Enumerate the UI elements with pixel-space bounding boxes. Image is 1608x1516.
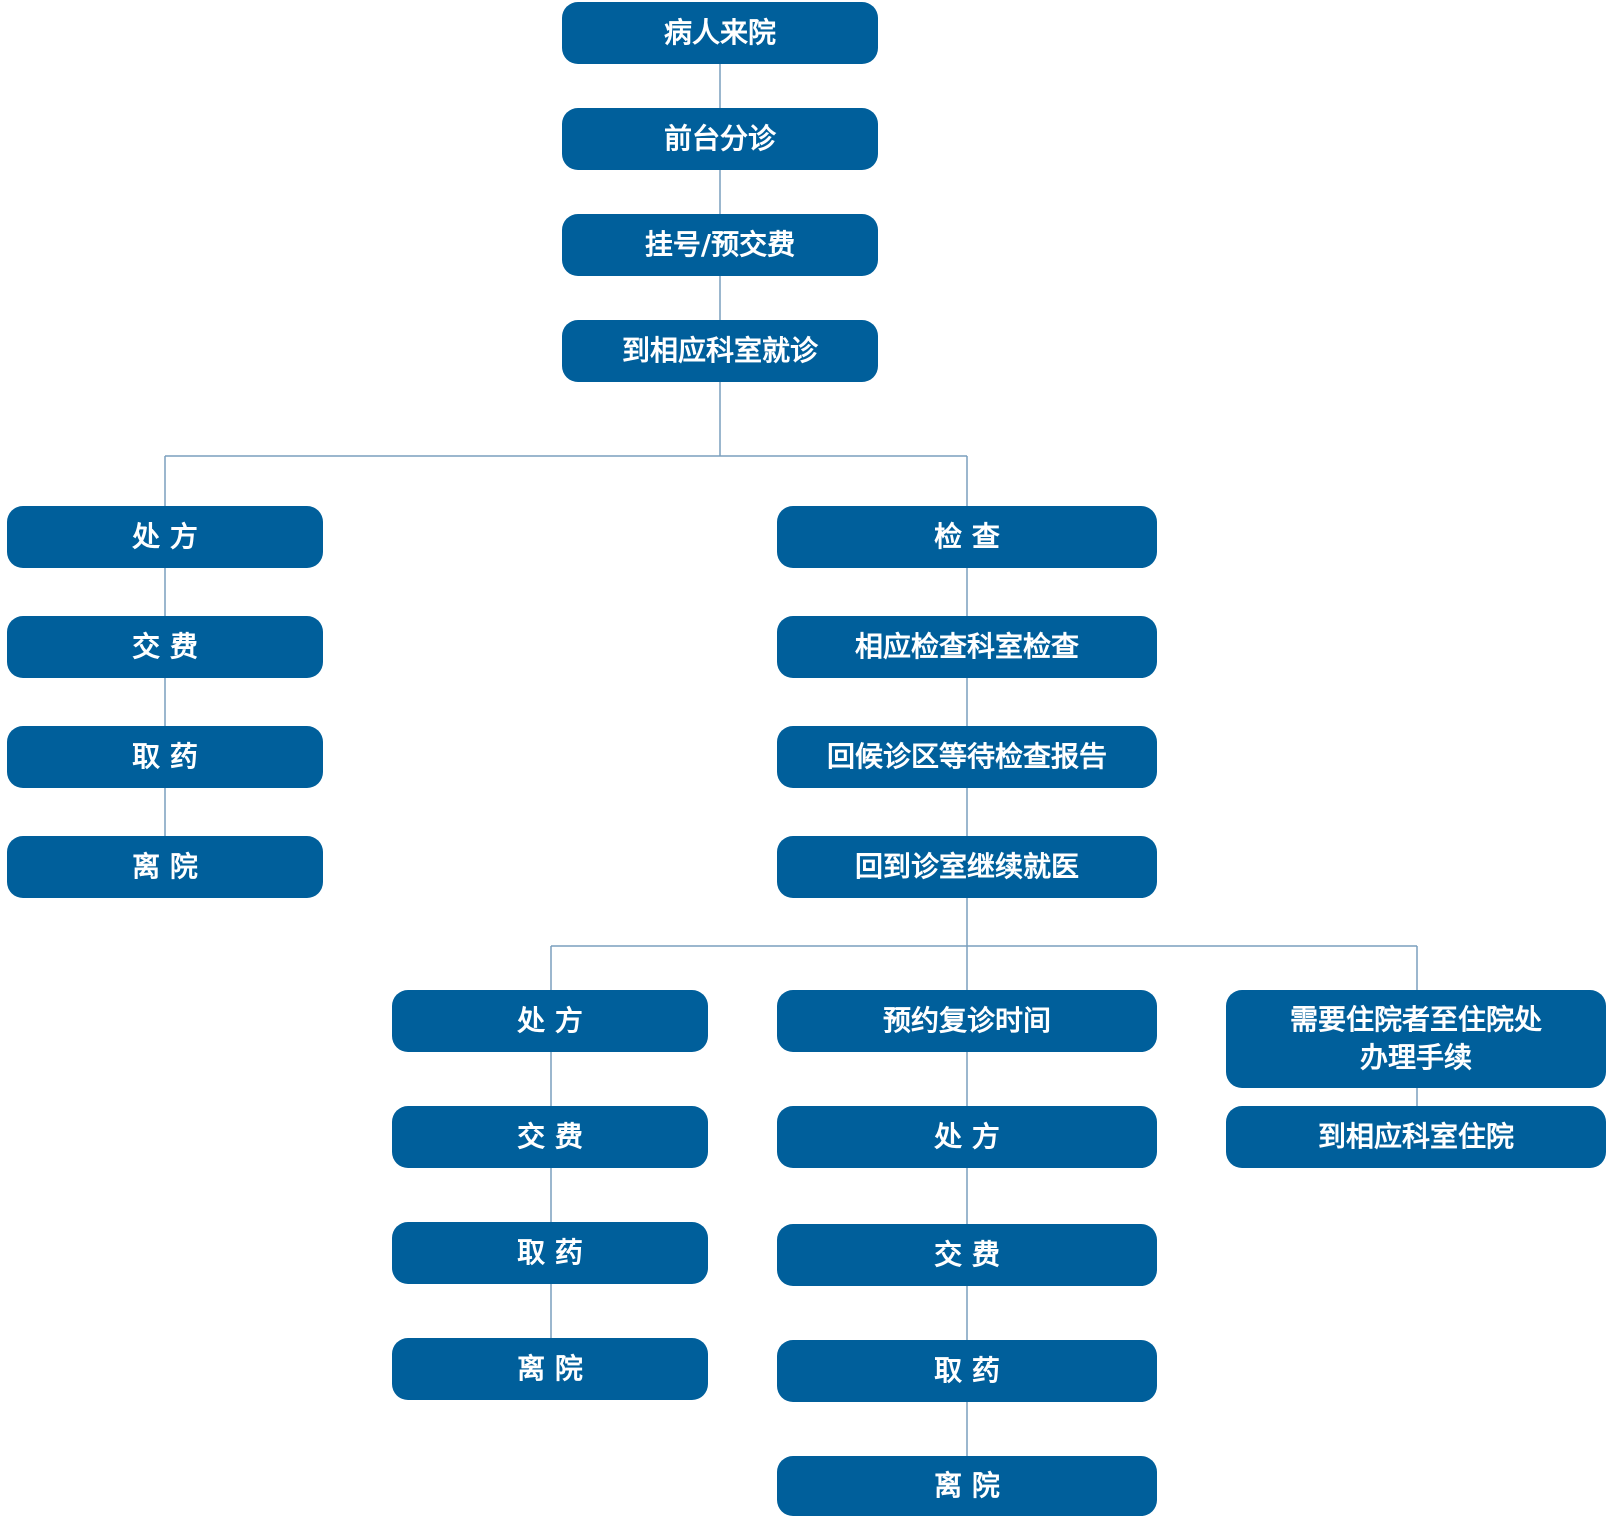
step-b3-hospitalize: 到相应科室住院 xyxy=(1226,1106,1606,1168)
step-patient-arrives: 病人来院 xyxy=(562,2,878,64)
step-b3-admission-desk: 需要住院者至住院处 办理手续 xyxy=(1226,990,1606,1088)
step-visit-department: 到相应科室就诊 xyxy=(562,320,878,382)
step-wait-report: 回候诊区等待检查报告 xyxy=(777,726,1157,788)
step-front-desk-triage: 前台分诊 xyxy=(562,108,878,170)
node-label: 交 费 xyxy=(934,1238,1000,1271)
node-label: 到相应科室住院 xyxy=(1317,1120,1514,1153)
node-label: 交 费 xyxy=(517,1120,583,1153)
step-register-prepay: 挂号/预交费 xyxy=(562,214,878,276)
step-b2-leave: 离 院 xyxy=(777,1456,1157,1516)
step-examination: 检 查 xyxy=(777,506,1157,568)
node-label: 离 院 xyxy=(517,1352,583,1385)
node-label: 离 院 xyxy=(132,850,198,883)
node-label: 前台分诊 xyxy=(663,122,776,155)
step-b2-book-followup: 预约复诊时间 xyxy=(777,990,1157,1052)
node-label: 处 方 xyxy=(132,520,198,553)
node-label: 取 药 xyxy=(934,1354,1000,1387)
node-label: 需要住院者至住院处 办理手续 xyxy=(1289,1003,1542,1074)
step-left-prescription: 处 方 xyxy=(7,506,323,568)
step-left-pick-medicine: 取 药 xyxy=(7,726,323,788)
node-label: 处 方 xyxy=(934,1120,1000,1153)
step-b2-payment: 交 费 xyxy=(777,1224,1157,1286)
node-label: 回候诊区等待检查报告 xyxy=(826,740,1107,773)
node-label: 离 院 xyxy=(934,1469,1000,1502)
node-label: 检 查 xyxy=(934,520,1000,553)
node-label: 到相应科室就诊 xyxy=(621,334,818,367)
node-label: 病人来院 xyxy=(663,16,776,49)
node-label: 取 药 xyxy=(517,1236,583,1269)
node-label: 回到诊室继续就医 xyxy=(854,850,1079,883)
step-b1-leave: 离 院 xyxy=(392,1338,708,1400)
node-label: 交 费 xyxy=(132,630,198,663)
node-label: 预约复诊时间 xyxy=(882,1004,1051,1037)
node-label: 相应检查科室检查 xyxy=(854,630,1079,663)
step-b1-pick-medicine: 取 药 xyxy=(392,1222,708,1284)
step-return-consult: 回到诊室继续就医 xyxy=(777,836,1157,898)
node-label: 取 药 xyxy=(132,740,198,773)
step-left-payment: 交 费 xyxy=(7,616,323,678)
step-b2-prescription: 处 方 xyxy=(777,1106,1157,1168)
step-left-leave: 离 院 xyxy=(7,836,323,898)
node-label: 挂号/预交费 xyxy=(644,228,796,261)
node-label: 处 方 xyxy=(517,1004,583,1037)
step-b1-prescription: 处 方 xyxy=(392,990,708,1052)
step-exam-department: 相应检查科室检查 xyxy=(777,616,1157,678)
step-b1-payment: 交 费 xyxy=(392,1106,708,1168)
step-b2-pick-medicine: 取 药 xyxy=(777,1340,1157,1402)
